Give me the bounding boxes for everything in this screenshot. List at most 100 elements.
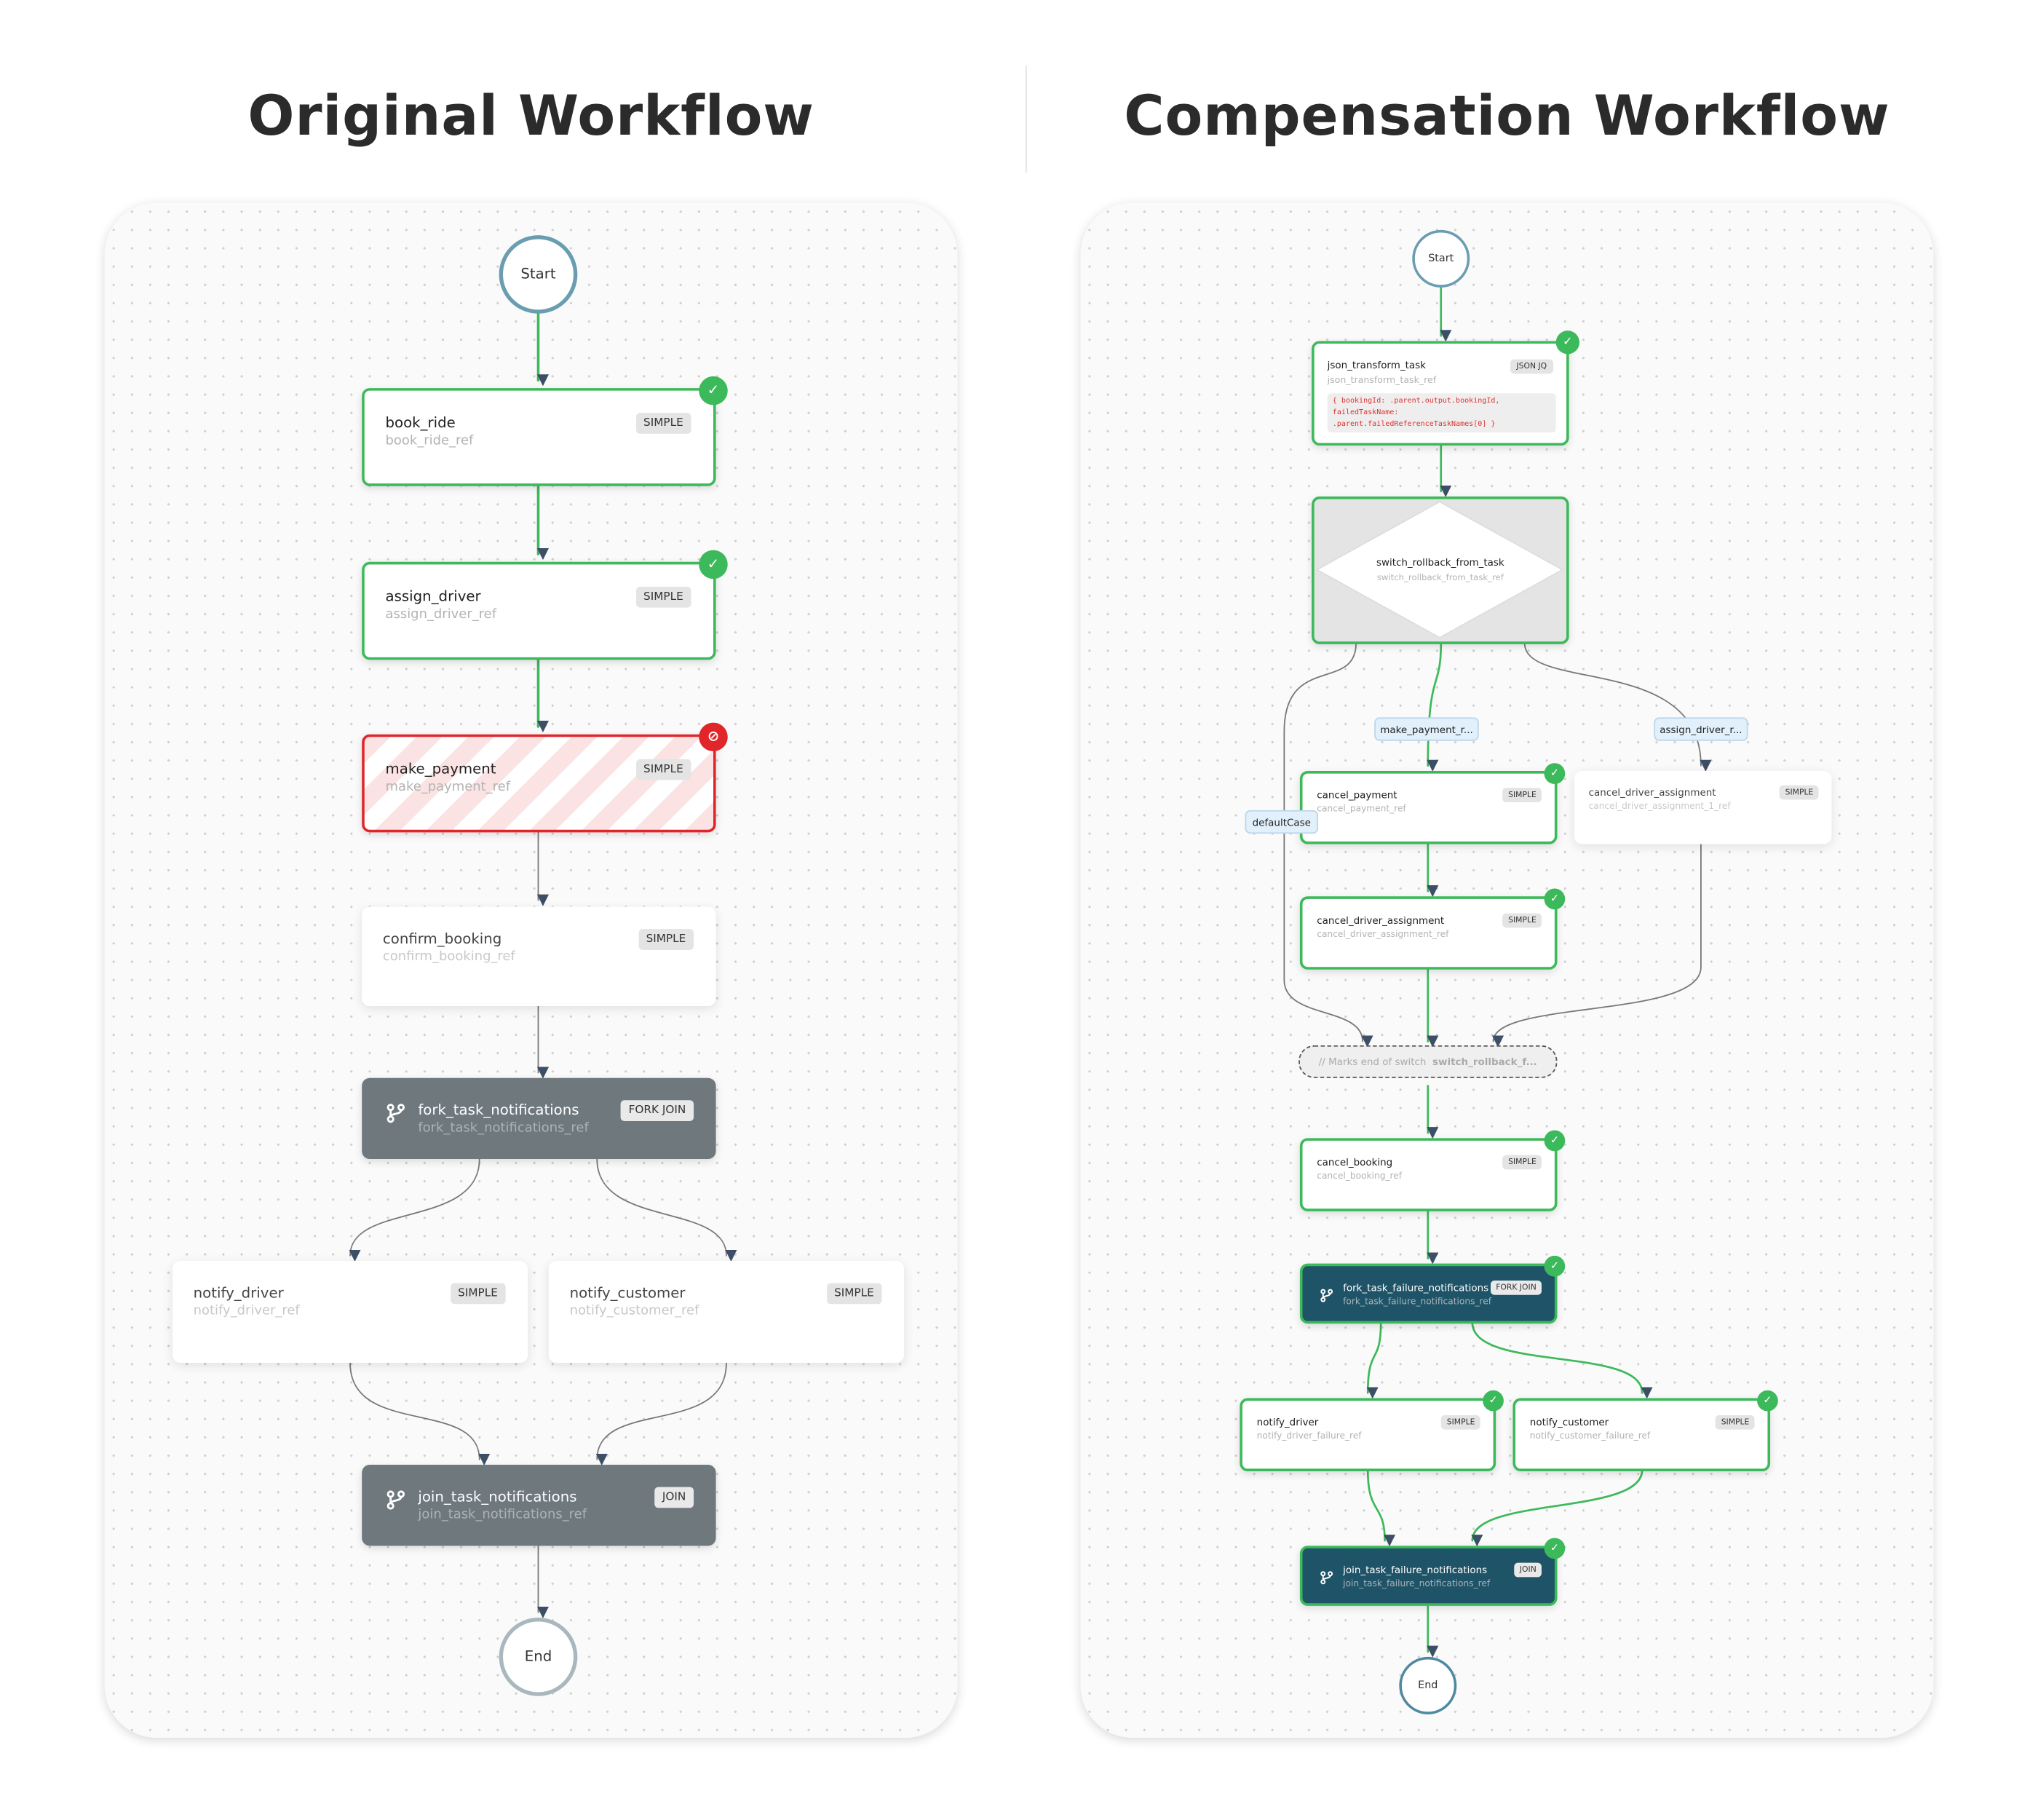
node-ref: json_transform_task_ref bbox=[1327, 375, 1437, 386]
node-ref: cancel_booking_ref bbox=[1317, 1171, 1403, 1182]
node-ref: notify_driver_failure_ref bbox=[1256, 1431, 1362, 1441]
json-transform-task-node[interactable]: json_transform_task json_transform_task_… bbox=[1312, 331, 1580, 446]
task-node-cancel-driver-assignment[interactable]: cancel_driver_assignment cancel_driver_as… bbox=[1574, 770, 1832, 844]
task-type-badge: SIMPLE bbox=[635, 759, 691, 780]
task-type-badge: SIMPLE bbox=[1716, 1415, 1755, 1430]
compensation-end-node[interactable]: End bbox=[1399, 1656, 1457, 1714]
compensation-workflow-panel[interactable] bbox=[1080, 202, 1934, 1738]
node-title: cancel_driver_assignment bbox=[1588, 786, 1716, 799]
node-title: assign_driver bbox=[385, 587, 481, 606]
check-icon: ✓ bbox=[699, 376, 728, 405]
node-title: make_payment bbox=[385, 760, 496, 778]
node-ref: join_task_failure_notifications_ref bbox=[1343, 1578, 1491, 1589]
compensation-workflow-title: Compensation Workflow bbox=[1124, 83, 1890, 148]
node-ref: switch_rollback_from_task_ref bbox=[1376, 572, 1504, 583]
switch-join-marker[interactable]: // Marks end of switch switch_rollback_f… bbox=[1298, 1045, 1558, 1078]
case-label-make-payment[interactable]: make_payment_r... bbox=[1374, 717, 1479, 741]
case-label-assign-driver[interactable]: assign_driver_r... bbox=[1654, 717, 1748, 741]
task-node-join-task-notifications[interactable]: join_task_notifications join_task_notific… bbox=[362, 1465, 716, 1546]
node-title: notify_driver bbox=[1256, 1416, 1319, 1428]
node-ref: make_payment_ref bbox=[385, 780, 511, 795]
node-ref: cancel_driver_assignment_ref bbox=[1317, 929, 1449, 940]
task-type-badge: SIMPLE bbox=[1502, 788, 1542, 803]
fork-icon bbox=[385, 1103, 406, 1124]
check-icon: ✓ bbox=[1544, 1538, 1566, 1559]
task-node-notify-customer[interactable]: notify_customer notify_customer_failure_r… bbox=[1512, 1390, 1778, 1472]
task-type-badge: SIMPLE bbox=[826, 1283, 882, 1305]
task-type-badge: SIMPLE bbox=[1780, 785, 1819, 800]
task-node-cancel-booking[interactable]: cancel_booking cancel_booking_ref SIMPLE✓ bbox=[1299, 1130, 1566, 1211]
check-icon: ✓ bbox=[1544, 1255, 1566, 1277]
node-ref: notify_customer_ref bbox=[569, 1304, 699, 1319]
task-type-badge: SIMPLE bbox=[1502, 1155, 1542, 1170]
node-ref: notify_driver_ref bbox=[193, 1304, 300, 1319]
case-label-default[interactable]: defaultCase bbox=[1245, 810, 1319, 834]
error-icon: ⊘ bbox=[699, 722, 728, 752]
task-type-badge: SIMPLE bbox=[635, 413, 691, 434]
node-ref: confirm_booking_ref bbox=[382, 949, 515, 965]
check-icon: ✓ bbox=[1544, 888, 1566, 910]
edge-notify_customer-join bbox=[595, 1362, 727, 1465]
node-title: json_transform_task bbox=[1327, 359, 1426, 371]
edge-cancel_driver_1-marker bbox=[1491, 842, 1702, 1048]
task-node-join-task-failure-notifications[interactable]: join_task_failure_notifications join_task… bbox=[1299, 1538, 1566, 1606]
divider bbox=[1025, 65, 1027, 173]
edge-notify_driver-join bbox=[349, 1362, 491, 1465]
fork-icon bbox=[385, 1489, 406, 1511]
node-ref: book_ride_ref bbox=[385, 433, 474, 448]
edge-switch-cancel_payment bbox=[1427, 641, 1443, 772]
edge-fork-notify_customer bbox=[596, 1158, 737, 1262]
edge-fork-notify_customer bbox=[1471, 1321, 1653, 1399]
marker-comment: // Marks end of switch bbox=[1318, 1056, 1427, 1068]
start-label: Start bbox=[520, 265, 556, 282]
task-type-badge: SIMPLE bbox=[450, 1283, 506, 1305]
node-title: notify_customer bbox=[1529, 1416, 1609, 1428]
diamond-shape bbox=[1315, 501, 1564, 638]
check-icon: ✓ bbox=[1483, 1390, 1504, 1412]
jq-expression: { bookingId: .parent.output.bookingId, f… bbox=[1327, 393, 1556, 433]
check-icon: ✓ bbox=[1555, 331, 1580, 355]
edge-fork-notify_driver bbox=[1366, 1321, 1382, 1399]
original-end-node[interactable]: End bbox=[499, 1618, 578, 1696]
original-start-node[interactable]: Start bbox=[499, 235, 578, 314]
marker-name: switch_rollback_f... bbox=[1432, 1056, 1537, 1068]
compensation-start-node[interactable]: Start bbox=[1412, 229, 1470, 288]
task-type-badge: JSON JQ bbox=[1510, 359, 1554, 374]
task-type-badge: JOIN bbox=[654, 1487, 694, 1508]
node-title: fork_task_failure_notifications bbox=[1343, 1281, 1489, 1294]
edge-notify_driver-join bbox=[1366, 1468, 1396, 1547]
check-icon: ✓ bbox=[699, 550, 728, 579]
task-type-badge: JOIN bbox=[1514, 1562, 1542, 1578]
task-node-fork-task-failure-notifications[interactable]: fork_task_failure_notifications fork_task… bbox=[1299, 1255, 1566, 1324]
node-title: join_task_notifications bbox=[418, 1488, 577, 1506]
fork-icon bbox=[1320, 1565, 1334, 1585]
node-ref: fork_task_failure_notifications_ref bbox=[1343, 1296, 1492, 1307]
check-icon: ✓ bbox=[1544, 763, 1566, 784]
node-ref: assign_driver_ref bbox=[385, 607, 497, 622]
node-title: confirm_booking bbox=[382, 930, 502, 948]
end-label: End bbox=[1418, 1679, 1438, 1691]
node-title: cancel_booking bbox=[1317, 1156, 1393, 1168]
task-type-badge: SIMPLE bbox=[638, 929, 694, 950]
node-ref: join_task_notifications_ref bbox=[418, 1508, 587, 1523]
task-node-make-payment[interactable]: make_payment make_payment_ref SIMPLE ⊘ bbox=[362, 722, 728, 833]
node-title: book_ride bbox=[385, 414, 456, 432]
switch-node[interactable]: switch_rollback_from_task switch_rollbac… bbox=[1312, 496, 1569, 644]
node-ref: notify_customer_failure_ref bbox=[1529, 1431, 1651, 1441]
node-title: cancel_payment bbox=[1317, 789, 1397, 802]
node-title: join_task_failure_notifications bbox=[1343, 1564, 1488, 1576]
node-ref: cancel_driver_assignment_1_ref bbox=[1588, 801, 1731, 812]
fork-icon bbox=[1320, 1283, 1334, 1302]
check-icon: ✓ bbox=[1544, 1130, 1566, 1152]
original-workflow-title: Original Workflow bbox=[247, 83, 814, 148]
